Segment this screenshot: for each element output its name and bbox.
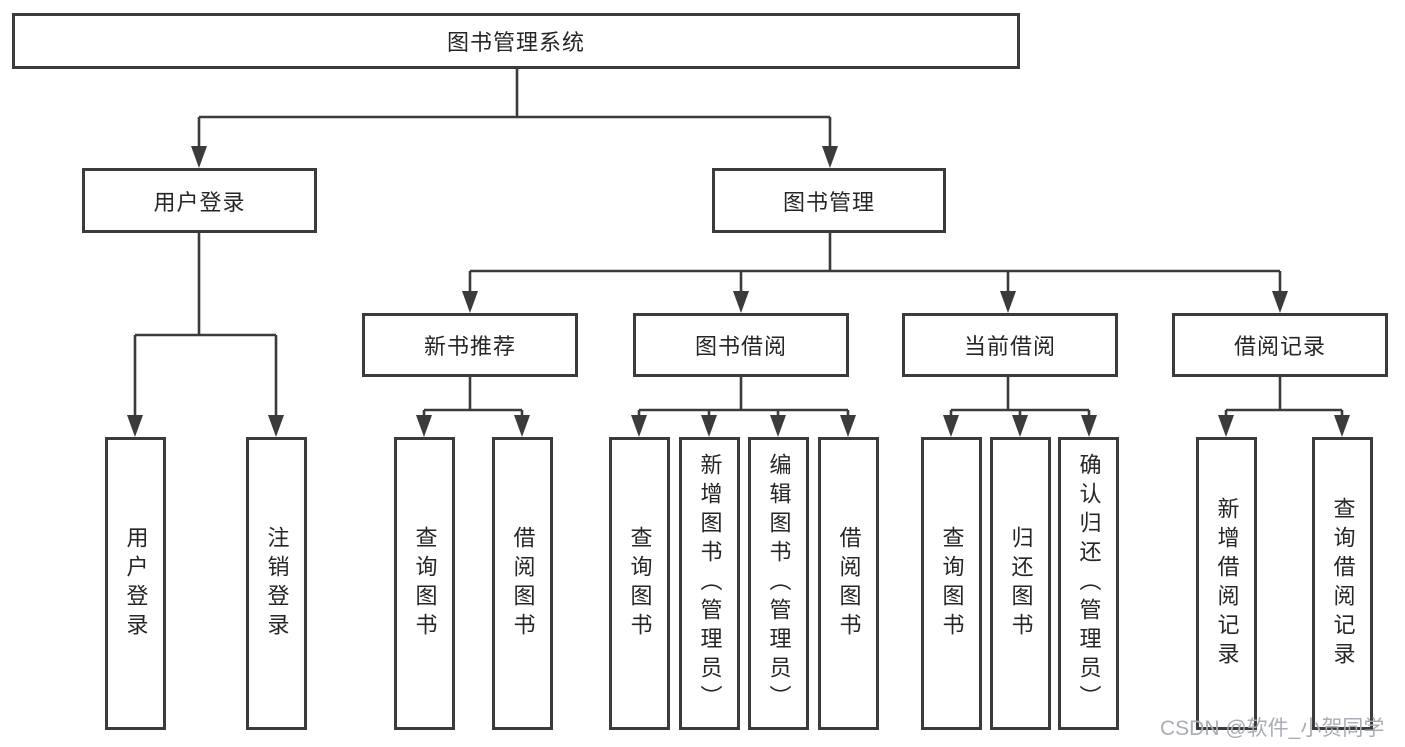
leaf-cb-confirm-return: 确认归还（管理员） [1058,437,1119,730]
leaf-bb-query-book: 查询图书 [609,437,670,730]
leaf-label: 查询借阅记录 [1330,496,1356,671]
leaf-label: 查询图书 [412,525,438,642]
node-user-login: 用户登录 [82,168,317,233]
leaf-cb-return-book: 归还图书 [990,437,1051,730]
leaf-cb-query-book: 查询图书 [921,437,982,730]
leaf-user-login: 用户登录 [105,437,166,730]
leaf-label: 查询图书 [627,525,653,642]
leaf-bb-edit-book: 编辑图书（管理员） [748,437,809,730]
node-root: 图书管理系统 [12,13,1020,69]
leaf-br-query-record: 查询借阅记录 [1312,437,1373,730]
leaf-label: 用户登录 [123,525,149,642]
leaf-label: 确认归还（管理员） [1076,453,1102,714]
leaf-label: 注销登录 [264,525,290,642]
node-book-management: 图书管理 [712,168,946,233]
leaf-logout: 注销登录 [246,437,307,730]
leaf-label: 查询图书 [939,525,965,642]
csdn-watermark: CSDN @软件_小贺同学 [1160,717,1385,740]
arrowheads [127,146,1350,437]
node-borrow-record: 借阅记录 [1172,313,1388,377]
node-new-book-recommend: 新书推荐 [362,313,578,377]
leaf-bb-add-book: 新增图书（管理员） [679,437,740,730]
leaf-label: 编辑图书（管理员） [766,453,792,714]
leaf-rec-query-book: 查询图书 [394,437,455,730]
leaf-label: 新增图书（管理员） [697,453,723,714]
node-current-borrow: 当前借阅 [902,313,1118,377]
leaf-label: 归还图书 [1008,525,1034,642]
leaf-label: 借阅图书 [836,525,862,642]
node-book-borrow: 图书借阅 [633,313,849,377]
leaf-label: 新增借阅记录 [1214,496,1240,671]
leaf-rec-borrow-book: 借阅图书 [492,437,553,730]
leaf-bb-borrow-book: 借阅图书 [818,437,879,730]
leaf-br-add-record: 新增借阅记录 [1196,437,1257,730]
leaf-label: 借阅图书 [510,525,536,642]
